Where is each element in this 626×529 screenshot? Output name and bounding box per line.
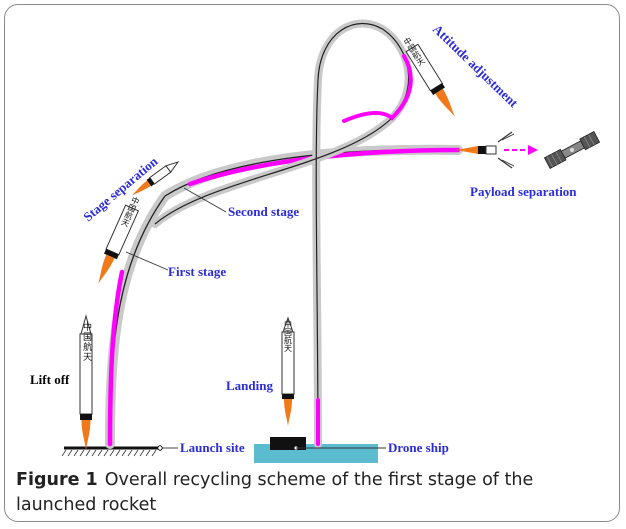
payload-stage <box>456 131 538 169</box>
label-drone-ship: Drone ship <box>388 440 449 455</box>
return-trajectory <box>151 19 413 448</box>
second-stage-rocket <box>130 161 180 199</box>
label-payload-separation: Payload separation <box>470 184 577 199</box>
satellite-icon <box>543 131 601 169</box>
label-landing: Landing <box>226 378 273 393</box>
label-second-stage: Second stage <box>228 204 299 219</box>
label-launch-site: Launch site <box>180 440 245 455</box>
rocket-lift-off: 中国航天 <box>79 314 93 450</box>
label-lift-off: Lift off <box>30 372 70 387</box>
drone-ship <box>254 437 378 463</box>
first-stage-pointer <box>125 251 169 271</box>
rocket-landing: 中国航天 <box>281 316 295 426</box>
rocket-text: 中国航天 <box>284 319 293 353</box>
second-stage-pointer <box>183 187 227 213</box>
recycling-scheme-diagram: 中国航天 中国航天 中国航天 <box>30 19 601 463</box>
rocket-text: 中国航天 <box>81 321 92 362</box>
caption-text: Overall recycling scheme of the first st… <box>16 470 534 515</box>
label-first-stage: First stage <box>168 264 226 279</box>
caption-figure-label: Figure 1 <box>16 470 98 490</box>
